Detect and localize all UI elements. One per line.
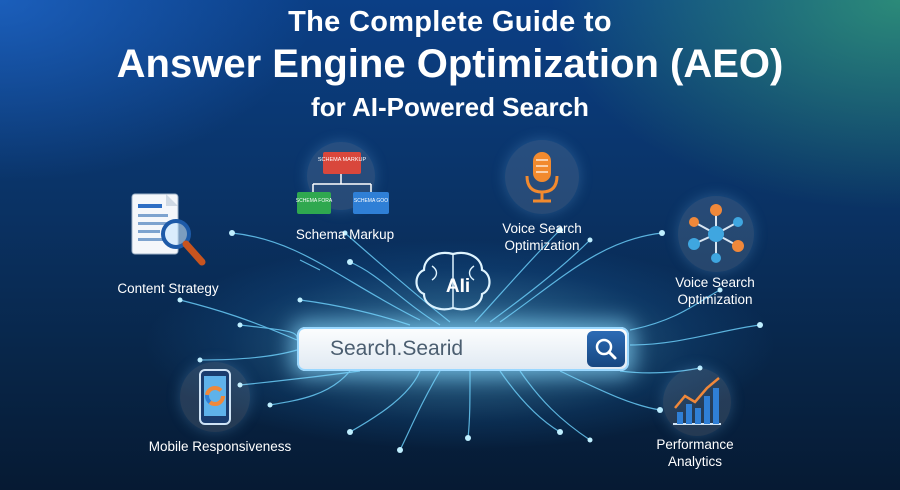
performance-analytics-line2: Analytics	[667, 454, 723, 469]
microphone-icon	[505, 140, 579, 214]
schema-diagram-icon: SCHEMA MARKUP SCHEMA FORA SCHEMA GOO	[295, 140, 395, 225]
title-line-3: for AI-Powered Search	[311, 92, 589, 122]
search-input[interactable]: Search.Searid	[330, 337, 464, 360]
content-strategy-label: Content Strategy	[117, 281, 219, 296]
smartphone-chart-icon	[180, 362, 250, 432]
brain-icon	[415, 251, 491, 311]
network-nodes-icon	[678, 196, 754, 272]
voice-search-label-2-line2: Optimization	[677, 292, 753, 307]
performance-analytics-line1: Performance	[656, 437, 734, 452]
search-icon	[595, 338, 617, 360]
schema-box-top-text: SCHEMA MARKUP	[318, 157, 367, 163]
schema-markup-label: Schema Markup	[295, 227, 395, 242]
mobile-responsiveness-label: Mobile Responsiveness	[148, 439, 292, 454]
voice-search-label-2-line1: Voice Search	[675, 275, 755, 290]
search-button[interactable]	[587, 331, 625, 367]
performance-analytics-label: Performance Analytics	[635, 436, 755, 470]
voice-search-label-1-line1: Voice Search	[502, 221, 582, 236]
schema-box-left-text: SCHEMA FORA	[296, 198, 333, 204]
bar-chart-icon	[663, 368, 731, 436]
schema-box-right-text: SCHEMA GOO	[354, 198, 388, 204]
title-line-2: Answer Engine Optimization (AEO)	[116, 42, 784, 86]
title-line-1: The Complete Guide to	[288, 6, 612, 38]
search-bar[interactable]: Search.Searid	[297, 327, 629, 371]
voice-search-label-1: Voice Search Optimization	[482, 220, 602, 254]
brain-ai-text: AIi	[445, 276, 471, 297]
document-magnifier-icon	[126, 192, 226, 272]
voice-search-label-2: Voice Search Optimization	[655, 274, 775, 308]
voice-search-label-1-line2: Optimization	[504, 238, 580, 253]
